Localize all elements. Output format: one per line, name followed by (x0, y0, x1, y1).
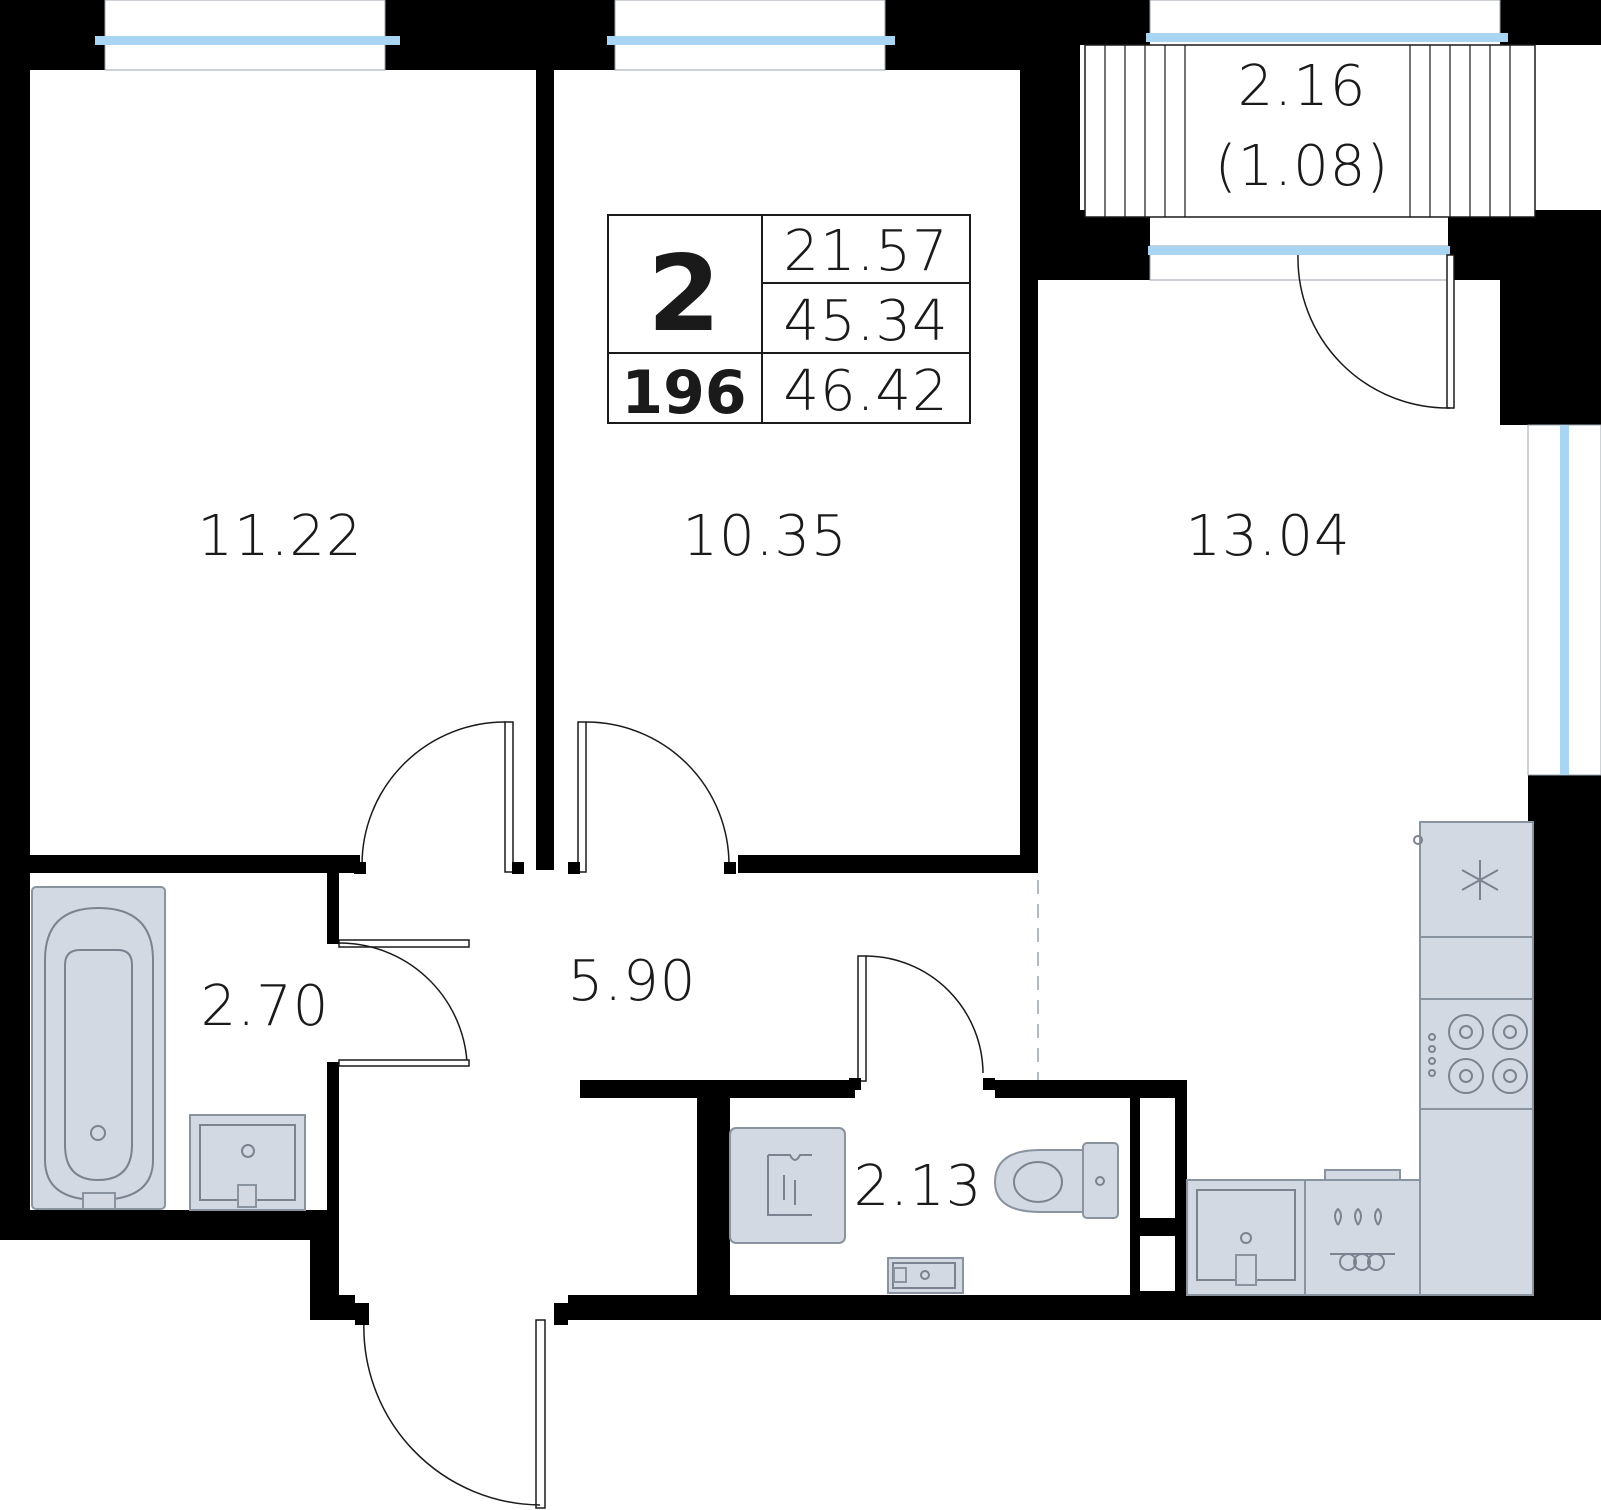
apartment-summary-table: 2 196 21.57 45.34 46.42 (607, 214, 971, 428)
kitchen-sink-icon (1186, 1179, 1306, 1296)
hand-sink-icon (887, 1257, 964, 1294)
toilet-icon (993, 1142, 1119, 1219)
door-balcony[interactable] (1297, 254, 1455, 409)
window-bedroom-middle (607, 0, 895, 71)
apartment-number: 196 (621, 358, 746, 428)
window-kitchen-right (1527, 424, 1601, 776)
door-bedroom-middle[interactable] (568, 721, 736, 874)
area-without-balcony: 45.34 (783, 289, 948, 354)
washing-machine-icon (729, 1127, 846, 1244)
door-bathroom[interactable] (327, 932, 470, 1074)
door-bedroom-left[interactable] (354, 721, 524, 874)
window-bedroom-left (95, 0, 400, 71)
walls (0, 0, 1601, 1320)
room-area-toilet: 2.13 (854, 1154, 983, 1219)
room-area-bathroom: 2.70 (201, 974, 330, 1039)
stove-icon (1419, 998, 1534, 1110)
balcony (1084, 44, 1536, 218)
fridge-icon (1413, 821, 1534, 938)
balcony-reduced-area: (1.08) (1215, 134, 1389, 199)
kitchen-counter (1419, 936, 1534, 1000)
door-toilet[interactable] (849, 955, 995, 1090)
total-area: 46.42 (783, 359, 948, 424)
bathtub-icon (31, 886, 166, 1210)
sink-icon (189, 1114, 306, 1211)
living-area: 21.57 (783, 219, 948, 284)
rooms-count: 2 (647, 233, 720, 355)
balcony-area: 2.16 (1238, 54, 1367, 119)
door-entrance[interactable] (355, 1303, 568, 1509)
room-area-kitchen: 13.04 (1185, 504, 1350, 569)
kitchen-cabinet (1419, 1108, 1534, 1296)
dishwasher-icon (1304, 1169, 1421, 1296)
room-area-hallway: 5.90 (568, 949, 697, 1014)
room-area-bedroom-middle: 10.35 (682, 504, 847, 569)
window-balcony-top (1146, 0, 1508, 42)
room-area-bedroom-left: 11.22 (197, 504, 362, 569)
